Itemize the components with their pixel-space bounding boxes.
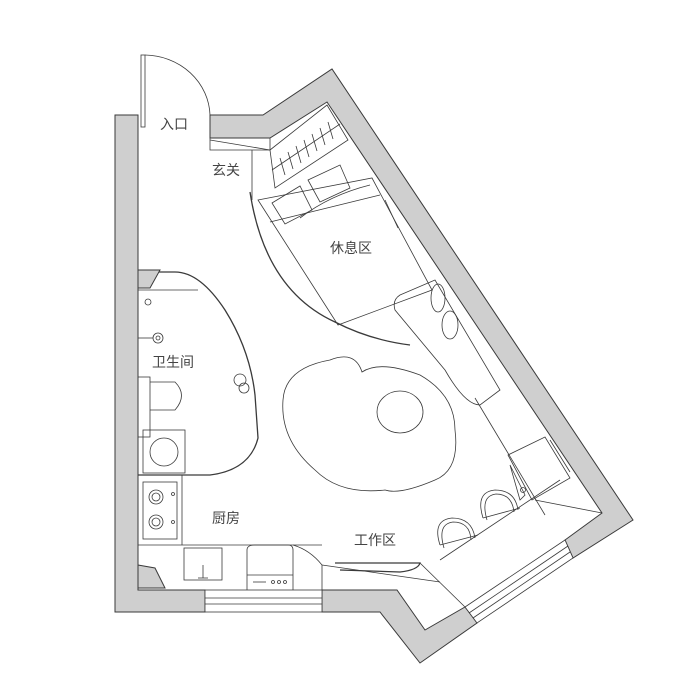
- bed-curved-partition: [249, 191, 411, 346]
- room-label-foyer: 玄关: [212, 163, 240, 179]
- room-label-work-area: 工作区: [354, 533, 396, 549]
- pillow: [271, 185, 313, 225]
- diagonal-window: [464, 539, 574, 624]
- desk-edge: [474, 397, 546, 516]
- top-wall: [209, 68, 634, 559]
- work-shelf: [335, 562, 421, 573]
- washing-machine: [142, 429, 186, 474]
- bathroom-fixtures: [137, 298, 250, 474]
- rug: [282, 356, 457, 492]
- wardrobe: [269, 104, 349, 189]
- room-label-entrance: 入口: [160, 117, 188, 133]
- sink: [183, 547, 223, 581]
- stove: [142, 481, 178, 540]
- bathroom-pillar: [137, 269, 161, 289]
- cabinet: [507, 436, 603, 514]
- work-desk-edge: [439, 479, 561, 561]
- chairs: [437, 489, 521, 549]
- entrance-door: [140, 54, 211, 128]
- round-table: [376, 390, 424, 434]
- bottom-wall: [321, 589, 478, 664]
- room-label-rest-area: 休息区: [330, 241, 372, 257]
- bottom-window: [204, 589, 323, 613]
- room-label-kitchen: 厨房: [212, 511, 240, 527]
- sofa: [393, 279, 501, 406]
- toilet-tank: [137, 376, 151, 438]
- oven: [246, 544, 294, 590]
- toilet: [150, 381, 182, 411]
- bathroom-curved-wall: [138, 271, 259, 476]
- room-label-bathroom: 卫生间: [152, 355, 194, 371]
- pillow: [307, 164, 351, 203]
- kitchen-pillar: [137, 564, 166, 589]
